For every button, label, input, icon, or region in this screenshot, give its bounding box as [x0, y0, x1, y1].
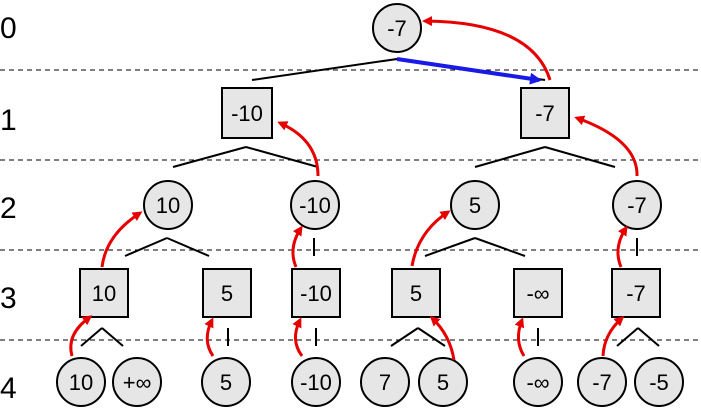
svg-text:-10: -10 [231, 101, 263, 126]
node-l4-b: +∞ [112, 357, 162, 407]
node-l2-d: -7 [612, 180, 662, 230]
node-l3-d: 5 [391, 268, 441, 318]
svg-text:-7: -7 [627, 193, 647, 218]
tree-edges [80, 58, 660, 347]
level-label-4: 4 [0, 372, 17, 405]
node-l3-f: -7 [611, 268, 661, 318]
node-root: -7 [372, 3, 422, 53]
node-l1-left: -10 [221, 87, 273, 139]
propagation-arrows [69, 16, 639, 361]
node-l4-i: -5 [634, 357, 684, 407]
svg-text:-5: -5 [649, 370, 669, 395]
best-move-arrow [396, 57, 542, 85]
svg-text:5: 5 [410, 281, 422, 306]
svg-text:-7: -7 [535, 101, 555, 126]
svg-text:+∞: +∞ [123, 370, 152, 395]
node-l4-d: -10 [291, 357, 341, 407]
svg-text:-∞: -∞ [526, 370, 549, 395]
svg-text:-10: -10 [300, 370, 332, 395]
svg-text:-10: -10 [299, 193, 331, 218]
node-l3-c: -10 [291, 268, 341, 318]
level-label-1: 1 [0, 104, 17, 137]
node-l2-c: 5 [450, 180, 500, 230]
node-l4-g: -∞ [513, 357, 563, 407]
svg-text:5: 5 [220, 370, 232, 395]
svg-text:10: 10 [92, 281, 116, 306]
node-l4-e: 7 [360, 357, 410, 407]
svg-text:5: 5 [221, 281, 233, 306]
node-l3-e: -∞ [513, 268, 563, 318]
node-l3-a: 10 [79, 268, 129, 318]
svg-text:10: 10 [156, 193, 180, 218]
svg-text:5: 5 [469, 193, 481, 218]
node-l4-f: 5 [418, 357, 468, 407]
svg-text:-∞: -∞ [526, 281, 549, 306]
svg-text:10: 10 [69, 370, 93, 395]
node-l4-a: 10 [56, 357, 106, 407]
node-l1-right: -7 [520, 87, 570, 139]
svg-text:-7: -7 [387, 16, 407, 41]
node-l3-b: 5 [202, 268, 252, 318]
svg-text:5: 5 [437, 370, 449, 395]
level-label-2: 2 [0, 192, 17, 225]
node-l4-h: -7 [577, 357, 627, 407]
svg-text:7: 7 [379, 370, 391, 395]
svg-text:-7: -7 [592, 370, 612, 395]
level-label-0: 0 [0, 12, 17, 45]
level-label-3: 3 [0, 282, 17, 315]
svg-text:-10: -10 [300, 281, 332, 306]
node-l4-c: 5 [201, 357, 251, 407]
node-l2-b: -10 [290, 180, 340, 230]
node-l2-a: 10 [143, 180, 193, 230]
svg-text:-7: -7 [626, 281, 646, 306]
